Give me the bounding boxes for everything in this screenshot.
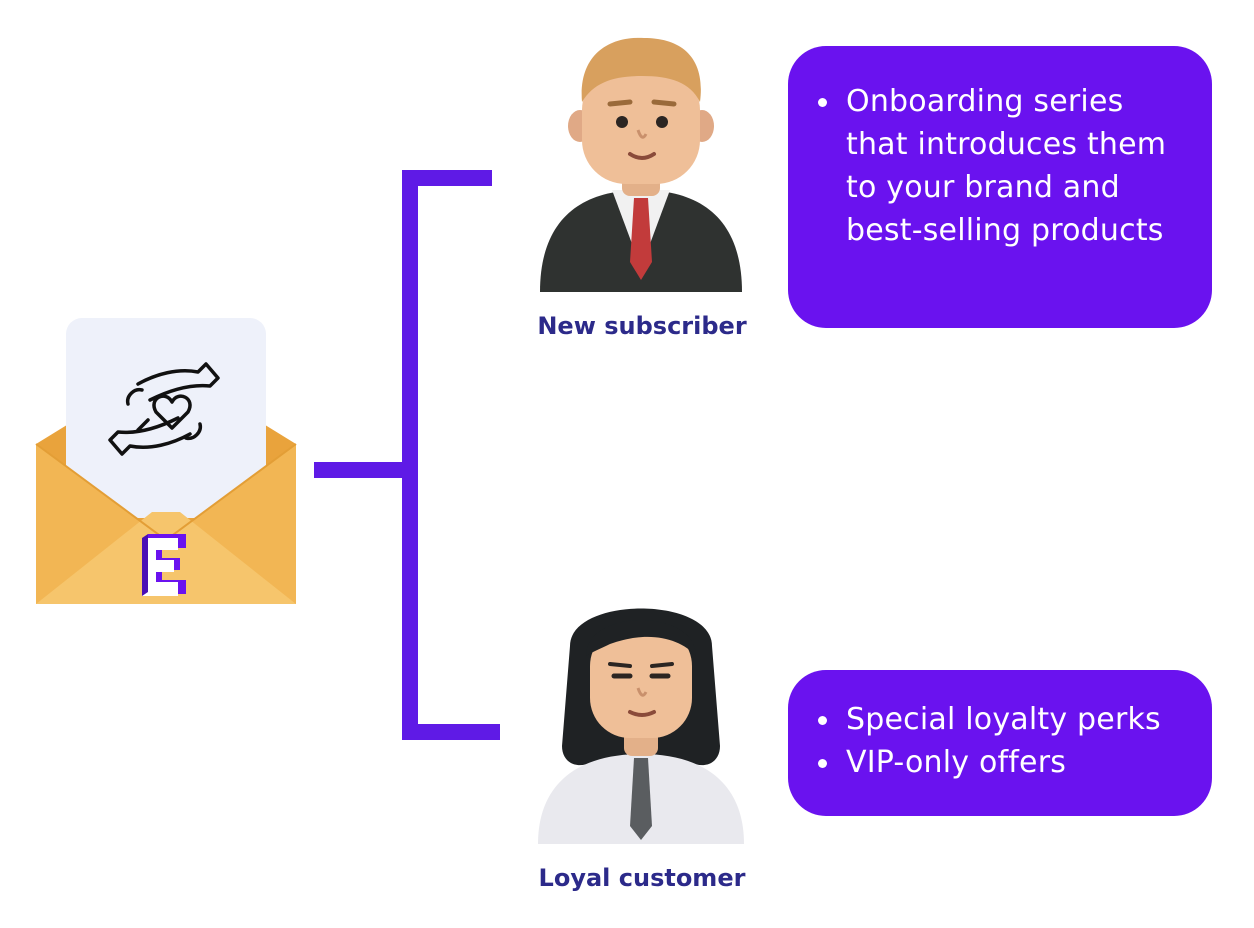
connector-top-branch	[402, 170, 492, 186]
loyal-customer-bullets: Special loyalty perks VIP-only offers	[788, 670, 1212, 784]
new-subscriber-bullets: Onboarding series that introduces them t…	[788, 46, 1212, 252]
brand-logo	[142, 534, 186, 596]
envelope-illustration	[30, 312, 302, 612]
bullet-item: VIP-only offers	[814, 741, 1172, 784]
persona-label-new-subscriber: New subscriber	[512, 312, 772, 340]
loyal-customer-card: Special loyalty perks VIP-only offers	[788, 670, 1212, 816]
bullet-item: Onboarding series that introduces them t…	[814, 80, 1172, 252]
persona-label-loyal-customer: Loyal customer	[512, 864, 772, 892]
envelope-icon: E	[30, 312, 302, 612]
male-avatar-icon	[530, 30, 752, 292]
female-avatar-icon	[530, 586, 752, 844]
new-subscriber-card: Onboarding series that introduces them t…	[788, 46, 1212, 328]
connector-bottom-branch	[402, 724, 500, 740]
connector-vertical	[402, 170, 418, 740]
bullet-item: Special loyalty perks	[814, 698, 1172, 741]
connector-stem	[314, 462, 408, 478]
